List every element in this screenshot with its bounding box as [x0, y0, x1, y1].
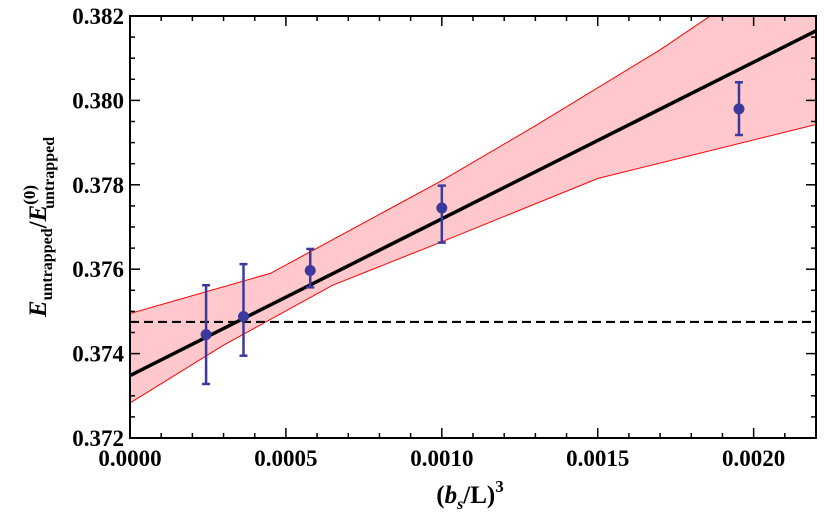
- x-axis-label-sub: s: [456, 496, 463, 513]
- x-axis-ticks: 0.0000 0.0005 0.0010 0.0015 0.0020: [98, 16, 817, 471]
- y-axis-label-slash: /: [25, 220, 52, 229]
- data-point-1: [200, 283, 212, 386]
- x-tick-label: 0.0010: [410, 446, 473, 471]
- data-marker-3: [304, 264, 316, 276]
- data-point-4: [436, 184, 448, 244]
- data-points-group: [200, 81, 745, 386]
- y-tick-label: 0.380: [72, 88, 124, 113]
- y-tick-label: 0.374: [72, 342, 124, 367]
- y-axis-label-den-sub: untrapped: [41, 137, 58, 209]
- x-axis-label-open: (: [436, 482, 444, 509]
- y-axis-label-den-var: E: [25, 205, 52, 223]
- data-point-3: [304, 247, 316, 289]
- data-marker-2: [238, 310, 250, 322]
- y-tick-label: 0.382: [72, 4, 124, 29]
- y-tick-label: 0.378: [72, 173, 124, 198]
- y-axis-label-num-sub: untrapped: [39, 228, 56, 300]
- fit-line-group: [130, 29, 816, 378]
- data-marker-4: [436, 202, 448, 214]
- y-axis-label-num-var: E: [25, 300, 52, 318]
- x-axis-label-sup: 3: [495, 477, 504, 496]
- x-tick-label: 0.0015: [566, 446, 629, 471]
- confidence-band-area: [130, 16, 816, 403]
- y-axis-label-den-sup: (0): [20, 185, 39, 205]
- x-tick-label: 0.0005: [254, 446, 317, 471]
- data-marker-1: [200, 329, 212, 341]
- x-tick-label: 0.0000: [98, 446, 161, 471]
- x-axis-label-var: b: [445, 482, 458, 509]
- y-axis-label: Euntrapped/E(0)untrapped: [20, 137, 58, 318]
- x-axis-label: (bs/L)3: [436, 477, 504, 513]
- x-axis-label-mid: /L): [462, 482, 495, 509]
- y-axis-ticks: 0.372 0.374 0.376 0.378 0.380 0.382: [72, 4, 816, 451]
- data-point-5: [733, 81, 745, 137]
- data-marker-5: [733, 103, 745, 115]
- y-tick-label: 0.372: [72, 426, 124, 451]
- data-point-2: [238, 262, 250, 357]
- confidence-band-lower-edge: [130, 124, 816, 404]
- confidence-band-group: [130, 16, 816, 404]
- x-tick-label: 0.0020: [722, 446, 785, 471]
- fit-line: [130, 29, 816, 378]
- y-tick-label: 0.376: [72, 257, 124, 282]
- confidence-band-upper-edge: [130, 16, 711, 314]
